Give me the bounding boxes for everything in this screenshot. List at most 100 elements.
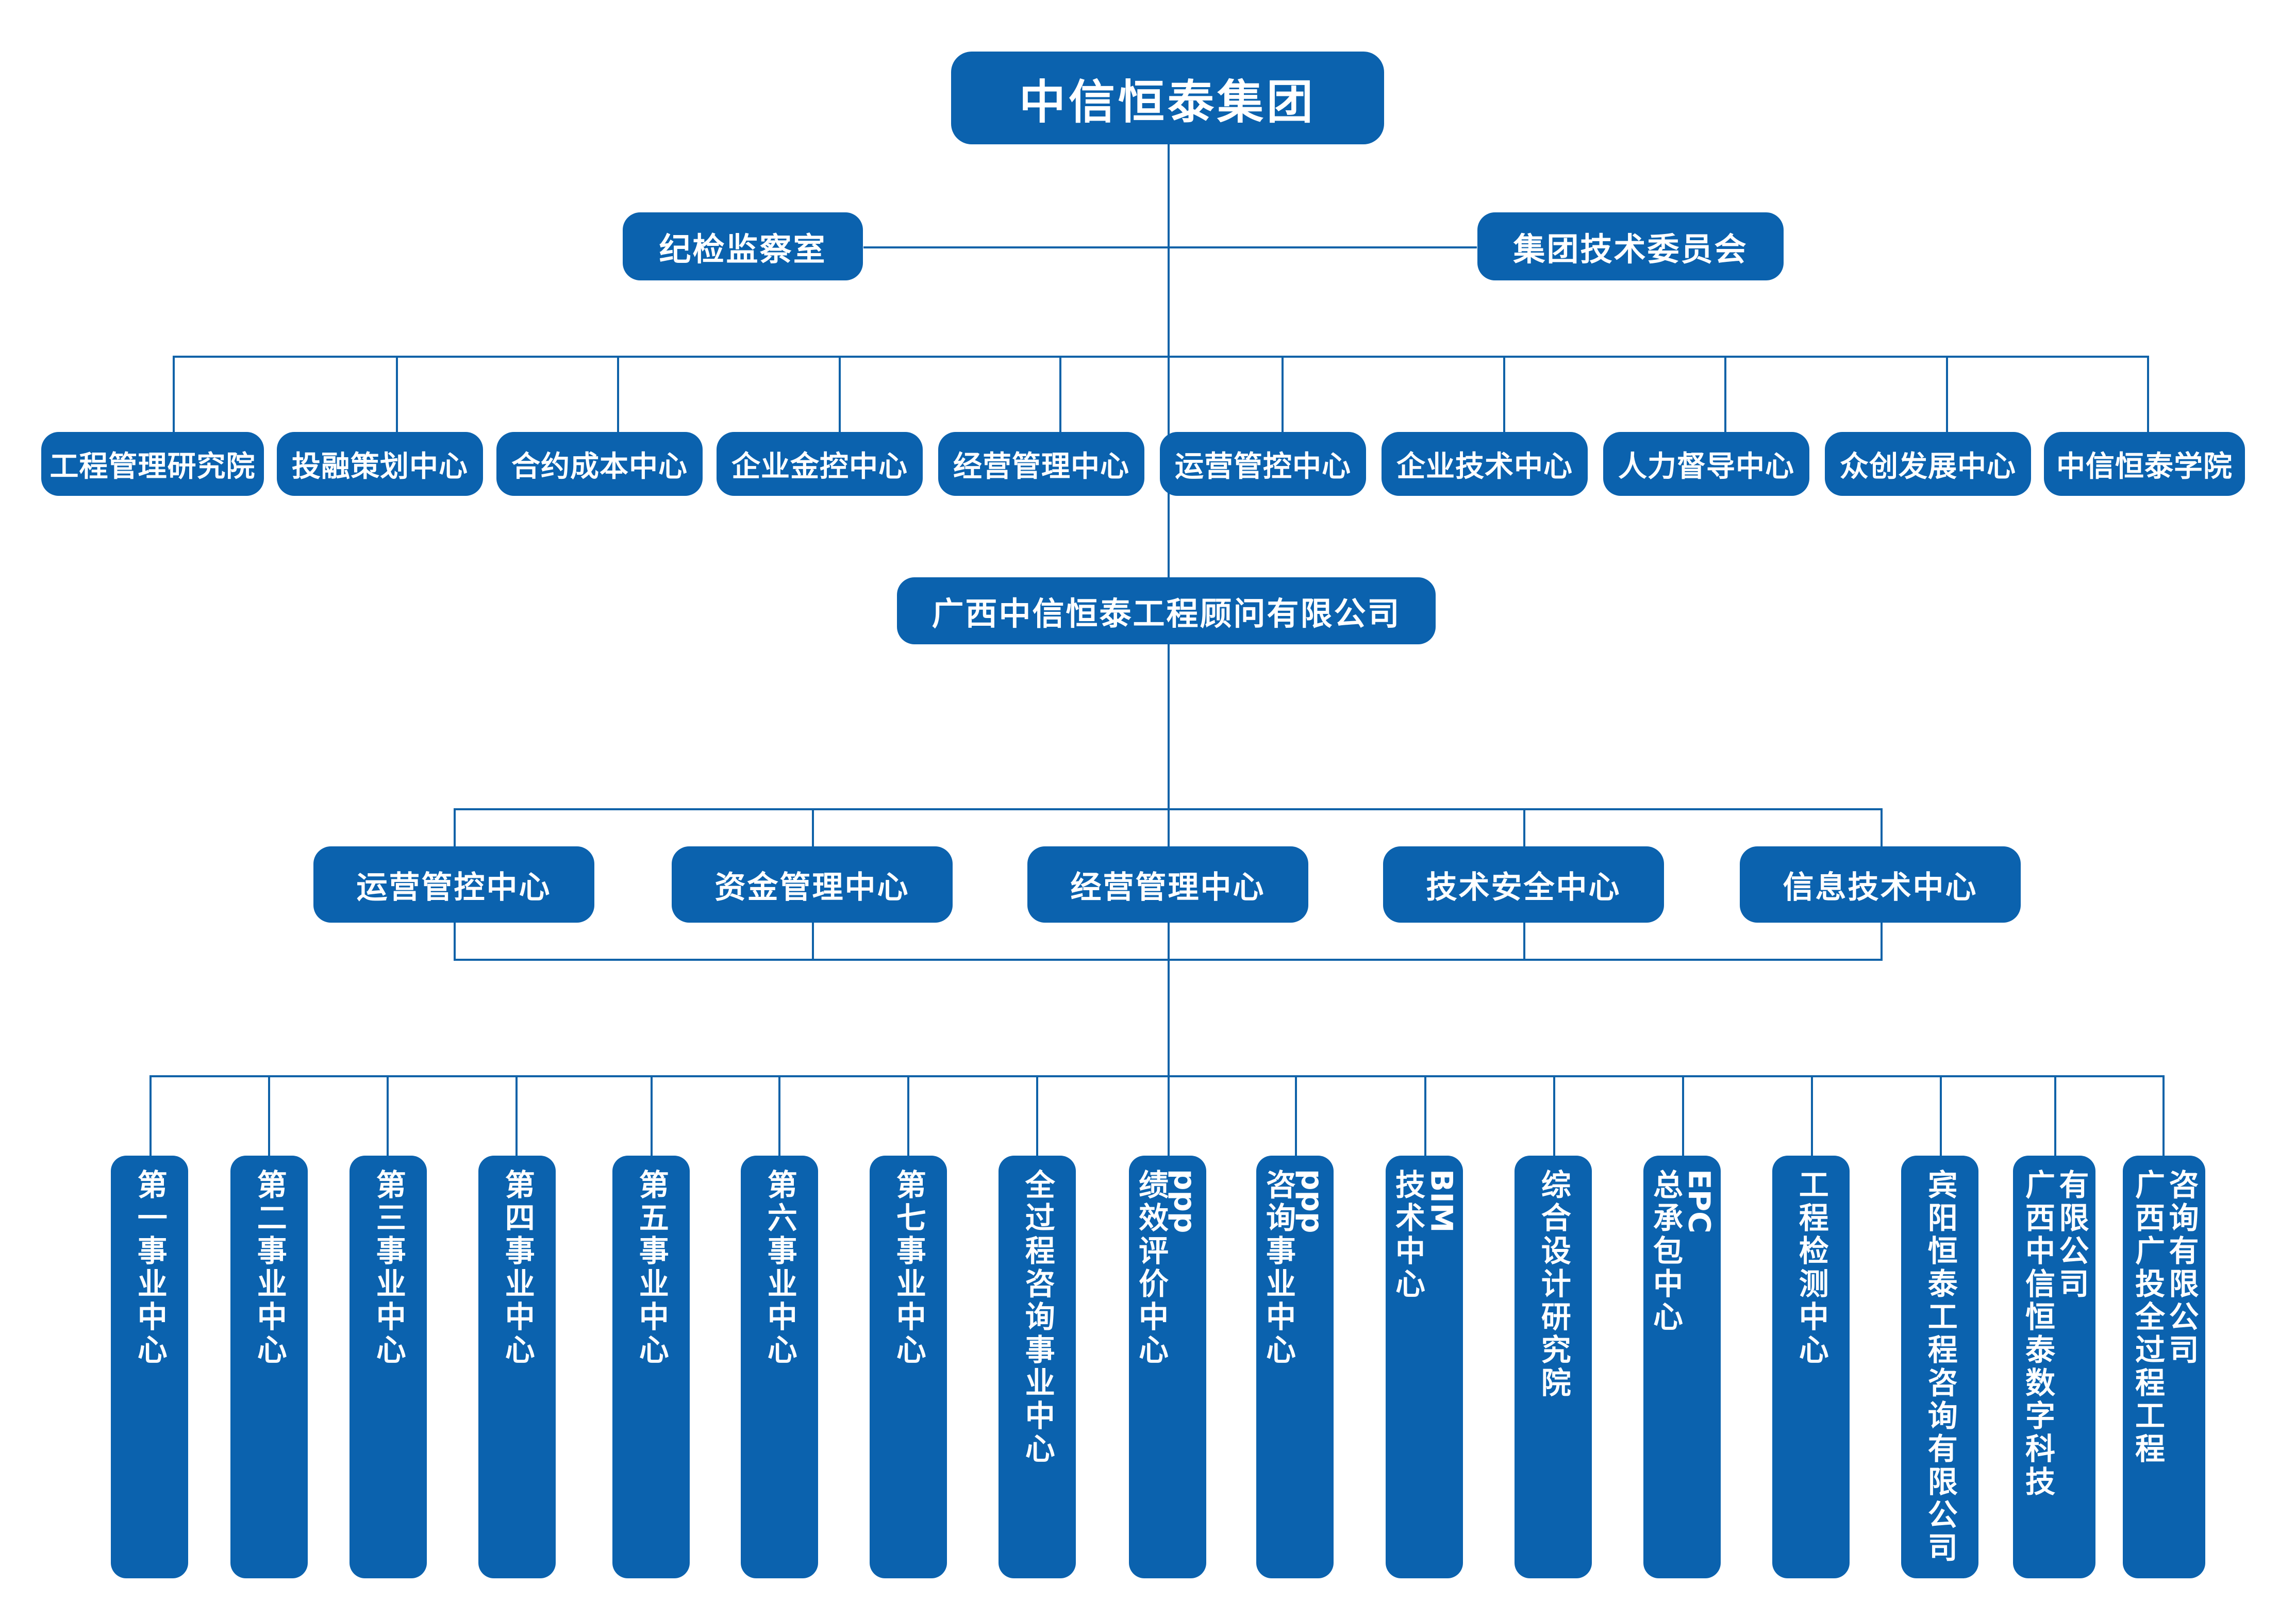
- business-unit-node-9[interactable]: ppp 咨询事业中心: [1256, 1156, 1334, 1578]
- department-label: 众创发展中心: [1840, 449, 2016, 483]
- connector-center-rise-4: [1523, 923, 1525, 961]
- department-node-6[interactable]: 企业技术中心: [1382, 432, 1588, 496]
- department-node-0[interactable]: 工程管理研究院: [41, 432, 264, 496]
- department-node-2[interactable]: 合约成本中心: [496, 432, 703, 496]
- department-node-8[interactable]: 众创发展中心: [1825, 432, 2031, 496]
- department-label: 人力督导中心: [1618, 449, 1794, 483]
- department-label: 企业技术中心: [1396, 449, 1573, 483]
- department-node-4[interactable]: 经营管理中心: [938, 432, 1144, 496]
- center-node-4[interactable]: 信息技术中心: [1740, 846, 2021, 923]
- staff-node-0[interactable]: 纪检监察室: [623, 212, 863, 280]
- department-label: 运营管控中心: [1175, 449, 1351, 483]
- connector-bu-drop-7: [907, 1075, 909, 1156]
- bu-label-col1: 第五事业中心: [634, 1169, 669, 1367]
- connector-center-drop-4: [1523, 808, 1525, 880]
- bu-label-col1: 第七事业中心: [891, 1169, 926, 1367]
- business-unit-node-7[interactable]: 全过程咨询事业中心: [999, 1156, 1076, 1578]
- connector-dept-drop-2: [396, 356, 398, 433]
- connector-dept-drop-1: [173, 356, 175, 433]
- connector-bu-drop-5: [651, 1075, 653, 1156]
- business-unit-node-16[interactable]: 咨询有限公司 广西广投全过程工程: [2123, 1156, 2205, 1578]
- department-node-5[interactable]: 运营管控中心: [1160, 432, 1366, 496]
- subsidiary-label: 广西中信恒泰工程顾问有限公司: [931, 595, 1401, 632]
- bu-label-col1: 第二事业中心: [252, 1169, 287, 1367]
- connector-bu-drop-2: [268, 1075, 270, 1156]
- center-node-3[interactable]: 技术安全中心: [1383, 846, 1664, 923]
- bu-label-col1: 总承包中心: [1648, 1169, 1683, 1334]
- business-unit-node-3[interactable]: 第四事业中心: [478, 1156, 556, 1578]
- bu-label-col1: 工程检测中心: [1793, 1169, 1829, 1367]
- connector-bu-drop-4: [515, 1075, 518, 1156]
- center-node-1[interactable]: 资金管理中心: [672, 846, 953, 923]
- bu-label-col1: 综合设计研究院: [1536, 1169, 1571, 1400]
- connector-dept-bus: [173, 356, 2147, 358]
- department-label: 经营管理中心: [953, 449, 1129, 483]
- connector-bu-drop-15: [1940, 1075, 1942, 1156]
- connector-center-rise-1: [454, 923, 456, 961]
- connector-bu-bus: [149, 1075, 2162, 1077]
- center-label: 技术安全中心: [1426, 869, 1621, 906]
- department-node-9[interactable]: 中信恒泰学院: [2044, 432, 2245, 496]
- connector-dept-drop-10: [2147, 356, 2149, 433]
- department-node-1[interactable]: 投融策划中心: [277, 432, 483, 496]
- connector-bu-drop-9: [1168, 1075, 1170, 1156]
- subsidiary-node[interactable]: 广西中信恒泰工程顾问有限公司: [897, 577, 1436, 644]
- business-unit-node-1[interactable]: 第二事业中心: [230, 1156, 308, 1578]
- bu-label-col2: 有限公司: [2054, 1169, 2089, 1301]
- business-unit-node-15[interactable]: 有限公司 广西中信恒泰数字科技: [2013, 1156, 2095, 1578]
- business-unit-node-10[interactable]: BIM 技术中心: [1386, 1156, 1463, 1578]
- business-unit-node-5[interactable]: 第六事业中心: [741, 1156, 818, 1578]
- bu-label-latin: ppp: [1167, 1169, 1203, 1233]
- connector-staff-left: [863, 246, 1169, 248]
- center-label: 运营管控中心: [356, 869, 552, 906]
- connector-dept-drop-5: [1059, 356, 1061, 433]
- connector-bu-drop-6: [778, 1075, 780, 1156]
- center-node-0[interactable]: 运营管控中心: [313, 846, 594, 923]
- department-label: 企业金控中心: [731, 449, 908, 483]
- connector-bu-drop-14: [1811, 1075, 1813, 1156]
- department-node-7[interactable]: 人力督导中心: [1603, 432, 1809, 496]
- business-unit-node-0[interactable]: 第一事业中心: [111, 1156, 188, 1578]
- center-label: 信息技术中心: [1783, 869, 1978, 906]
- business-unit-node-14[interactable]: 宾阳恒泰工程咨询有限公司: [1901, 1156, 1978, 1578]
- connector-dept-drop-7: [1503, 356, 1505, 433]
- connector-center-drop-3: [1168, 808, 1170, 880]
- bu-label-col1: 全过程咨询事业中心: [1020, 1169, 1055, 1466]
- business-unit-node-11[interactable]: 综合设计研究院: [1515, 1156, 1592, 1578]
- staff-label: 纪检监察室: [659, 230, 827, 268]
- bu-label-latin: ppp: [1294, 1169, 1330, 1233]
- department-node-3[interactable]: 企业金控中心: [717, 432, 923, 496]
- department-label: 合约成本中心: [511, 449, 688, 483]
- bu-label-col1: 第四事业中心: [500, 1169, 535, 1367]
- staff-node-1[interactable]: 集团技术委员会: [1477, 212, 1784, 280]
- business-unit-node-4[interactable]: 第五事业中心: [612, 1156, 690, 1578]
- connector-dept-drop-3: [617, 356, 619, 433]
- bu-label-col1: 广西中信恒泰数字科技: [2020, 1169, 2055, 1499]
- center-label: 经营管理中心: [1070, 869, 1266, 906]
- connector-bu-drop-16: [2054, 1075, 2056, 1156]
- bu-label-col2: 咨询有限公司: [2164, 1169, 2199, 1367]
- business-unit-node-12[interactable]: EPC 总承包中心: [1643, 1156, 1721, 1578]
- root-node[interactable]: 中信恒泰集团: [951, 52, 1384, 144]
- center-node-2[interactable]: 经营管理中心: [1027, 846, 1308, 923]
- connector-center-rise-5: [1881, 923, 1883, 961]
- connector-dept-drop-6: [1282, 356, 1284, 433]
- connector-bu-drop-17: [2162, 1075, 2165, 1156]
- connector-center-drop-5: [1881, 808, 1883, 880]
- connector-staff-right: [1168, 246, 1477, 248]
- business-unit-node-2[interactable]: 第三事业中心: [350, 1156, 427, 1578]
- bu-label-col1: 宾阳恒泰工程咨询有限公司: [1922, 1169, 1958, 1565]
- business-unit-node-6[interactable]: 第七事业中心: [870, 1156, 947, 1578]
- bu-label-col1: 绩效评价中心: [1134, 1169, 1169, 1367]
- bu-label-col1: 第一事业中心: [132, 1169, 168, 1367]
- business-unit-node-13[interactable]: 工程检测中心: [1772, 1156, 1850, 1578]
- connector-dept-drop-4: [839, 356, 841, 433]
- business-unit-node-8[interactable]: ppp 绩效评价中心: [1129, 1156, 1206, 1578]
- connector-bu-drop-13: [1682, 1075, 1684, 1156]
- connector-center-rise-3: [1168, 923, 1170, 961]
- connector-bu-drop-1: [149, 1075, 152, 1156]
- connector-bu-drop-3: [387, 1075, 389, 1156]
- staff-label: 集团技术委员会: [1513, 230, 1748, 268]
- center-label: 资金管理中心: [714, 869, 910, 906]
